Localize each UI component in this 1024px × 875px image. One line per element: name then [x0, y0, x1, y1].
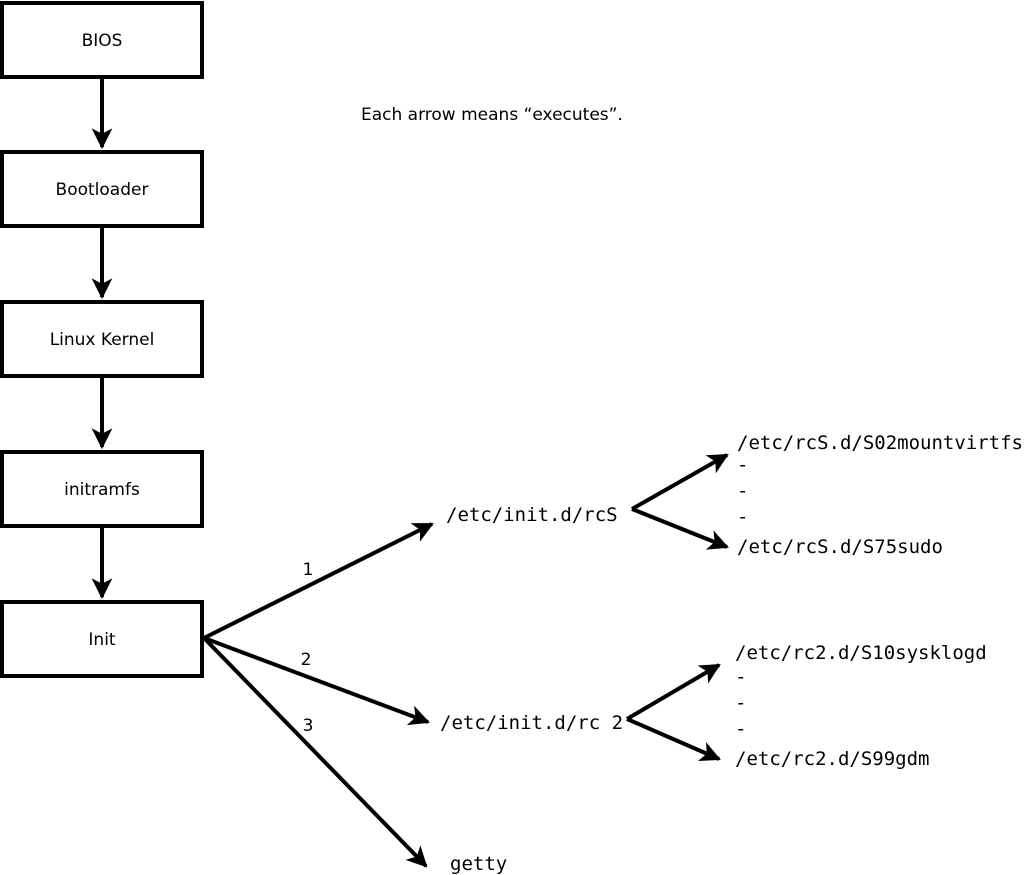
rc2-ellipsis-dash-1: -: [735, 666, 746, 688]
label-getty[interactable]: getty: [450, 853, 507, 875]
rc2-ellipsis-dash-2: -: [735, 692, 746, 714]
box-bios[interactable]: BIOS: [0, 1, 204, 79]
label-rc2-script[interactable]: /etc/init.d/rc 2: [440, 712, 623, 734]
rcs-ellipsis-dash-2: -: [737, 480, 748, 502]
edge-init-to-getty: [202, 636, 428, 868]
rcs-fanout-edges: [631, 453, 729, 550]
edge-number-1: 1: [303, 560, 314, 580]
box-linux-kernel[interactable]: Linux Kernel: [0, 300, 204, 378]
edge-rcs-to-last-script: [631, 507, 729, 550]
rc2-ellipsis: - - -: [735, 666, 746, 740]
box-bootloader-rect: [0, 150, 204, 228]
edge-rc2-to-first-script: [625, 663, 721, 721]
box-init[interactable]: Init: [0, 600, 204, 678]
box-bootloader-label: Bootloader: [56, 180, 149, 200]
rcs-ellipsis-dash-1: -: [737, 454, 748, 476]
label-rc2-first-script[interactable]: /etc/rc2.d/S10sysklogd: [735, 642, 987, 664]
label-rcs-script[interactable]: /etc/init.d/rcS: [446, 504, 618, 526]
init-branch-edges: [202, 522, 434, 868]
edge-init-to-rcs: [203, 522, 434, 640]
box-initramfs[interactable]: initramfs: [0, 450, 204, 528]
rcs-ellipsis-dash-3: -: [737, 506, 748, 528]
edge-rc2-to-last-script: [626, 717, 721, 762]
rcs-ellipsis: - - -: [737, 454, 748, 528]
edge-number-2: 2: [301, 650, 312, 670]
legend-note: Each arrow means “executes”.: [361, 105, 623, 125]
init-branch-numbers: 1 2 3: [301, 560, 314, 736]
box-init-rect: [0, 600, 204, 678]
box-linux-kernel-label: Linux Kernel: [50, 330, 155, 350]
rc2-ellipsis-dash-3: -: [735, 718, 746, 740]
label-rcs-first-script[interactable]: /etc/rcS.d/S02mountvirtfs: [737, 432, 1023, 454]
label-rcs-last-script[interactable]: /etc/rcS.d/S75sudo: [737, 536, 943, 558]
edge-init-to-rc2: [203, 636, 430, 726]
rc2-fanout-edges: [625, 663, 721, 762]
edge-rcs-to-first-script: [631, 453, 729, 511]
label-rc2-last-script[interactable]: /etc/rc2.d/S99gdm: [735, 748, 929, 770]
edge-number-3: 3: [303, 716, 314, 736]
box-initramfs-rect: [0, 450, 204, 528]
box-bios-rect: [0, 1, 204, 79]
box-init-label: Init: [88, 630, 116, 650]
box-linux-kernel-rect: [0, 300, 204, 378]
box-bootloader[interactable]: Bootloader: [0, 150, 204, 228]
box-bios-label: BIOS: [82, 31, 123, 51]
box-initramfs-label: initramfs: [64, 480, 140, 500]
